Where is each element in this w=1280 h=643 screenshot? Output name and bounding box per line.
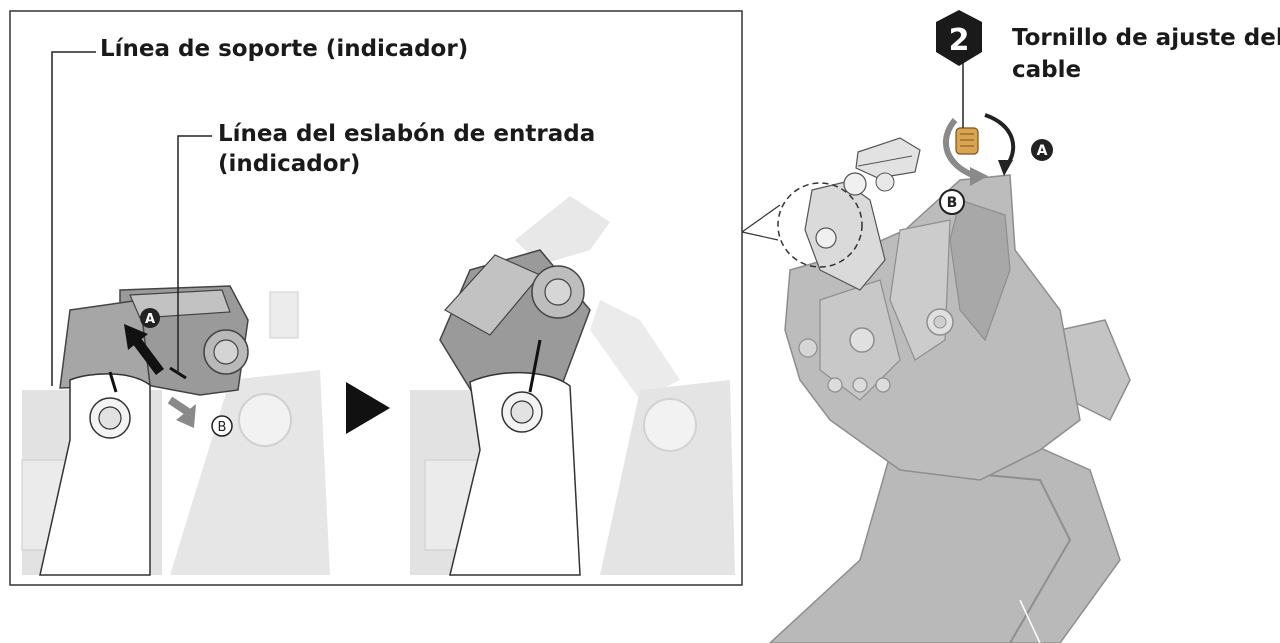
marker-a-right bbox=[1031, 139, 1053, 161]
link-line-label-continued: (indicador) bbox=[218, 151, 361, 177]
step-number: 2 bbox=[936, 14, 982, 68]
after-view bbox=[410, 196, 735, 576]
detail-circle bbox=[777, 182, 863, 268]
transition-arrow bbox=[346, 382, 390, 434]
cable-screw-label-continued: cable bbox=[1012, 57, 1082, 83]
step-badge bbox=[936, 10, 982, 66]
front-derailleur-illustration bbox=[768, 60, 1131, 643]
svg-text:A: A bbox=[145, 312, 155, 327]
cable-adjust-screw bbox=[955, 127, 979, 155]
support-line-label: Línea de soporte (indicador) bbox=[100, 36, 469, 62]
marker-b-right bbox=[939, 189, 965, 215]
link-line-leader bbox=[177, 135, 212, 374]
rotation-arrow-b bbox=[943, 118, 977, 179]
step-number-text: 2 bbox=[948, 23, 970, 58]
support-line-leader bbox=[51, 51, 96, 386]
link-line-label: Línea del eslabón de entrada bbox=[218, 121, 596, 147]
svg-text:B: B bbox=[947, 195, 958, 211]
marker-b bbox=[211, 415, 233, 437]
marker-a bbox=[140, 308, 160, 328]
cable-screw-label: Tornillo de ajuste del bbox=[1012, 25, 1280, 51]
svg-text:A: A bbox=[1037, 143, 1048, 159]
before-view: A B bbox=[21, 285, 330, 576]
svg-text:B: B bbox=[218, 420, 227, 435]
